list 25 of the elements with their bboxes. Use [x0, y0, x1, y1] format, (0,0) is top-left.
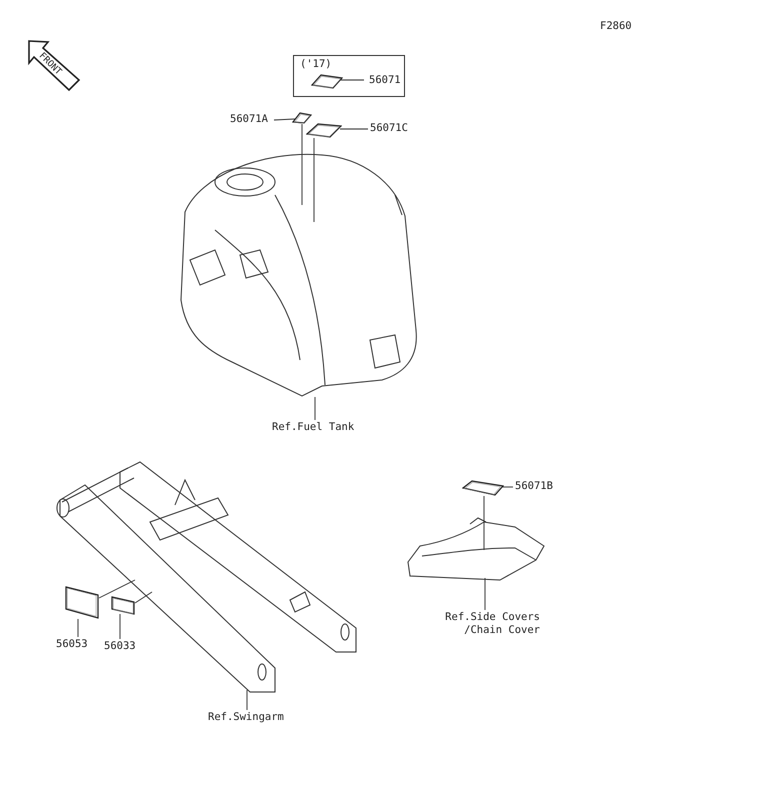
leader-line	[274, 118, 296, 120]
decal	[110, 595, 136, 615]
variant-box	[293, 55, 405, 97]
leader-line	[340, 128, 368, 130]
decal	[64, 585, 100, 619]
decal	[311, 73, 343, 89]
year-note: ('17)	[300, 58, 332, 71]
leader-line	[134, 592, 152, 604]
drawing-number: F2860	[600, 20, 632, 33]
part-number: Ref.Swingarm	[208, 711, 284, 724]
part-number: 56053	[56, 638, 88, 651]
part-number: 56071A	[230, 113, 268, 126]
part-number: 56071B	[515, 480, 553, 493]
decal	[306, 122, 342, 138]
part-number: 56071C	[370, 122, 408, 135]
part-number: 56071	[369, 74, 401, 87]
decal	[462, 480, 504, 496]
leader-line	[314, 396, 316, 420]
leader-line	[98, 580, 136, 598]
part-number: 56033	[104, 640, 136, 653]
leader-line	[484, 578, 486, 610]
part-number: Ref.Fuel Tank	[272, 421, 354, 434]
reference-label: Ref.Side Covers /Chain Cover	[428, 611, 540, 637]
leader-line	[246, 690, 248, 710]
decal	[292, 112, 312, 124]
